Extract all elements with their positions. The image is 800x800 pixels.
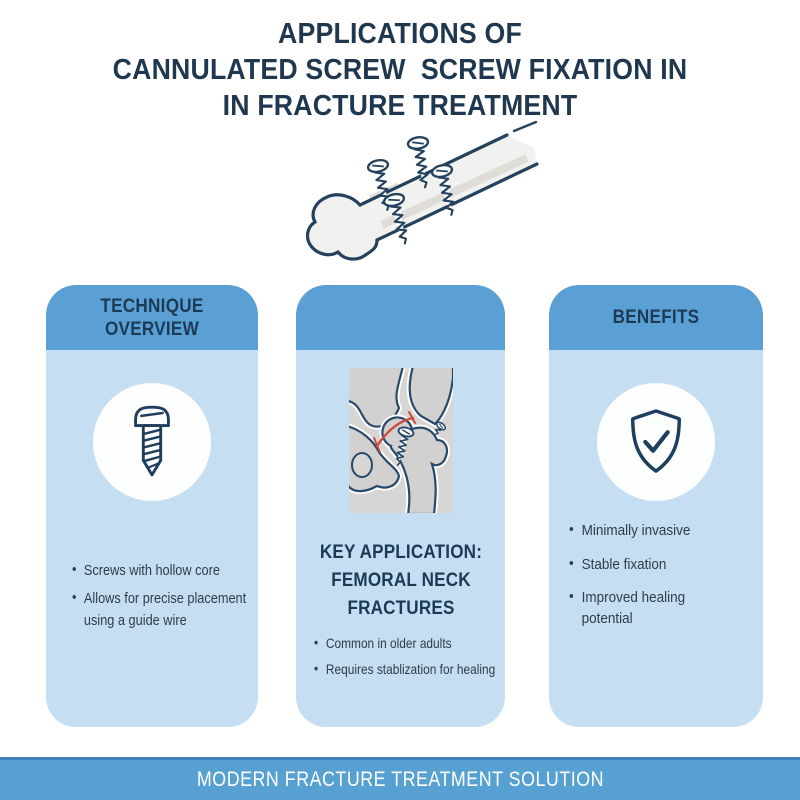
screw-icon-circle: [93, 383, 211, 501]
hip-femoral-neck-fracture-illustration: [348, 368, 453, 513]
card-benefits: BENEFITS Minimally invasive Stable fixat…: [549, 285, 763, 727]
key-application-heading: KEY APPLICATION: FEMORAL NECK FRACTURES: [319, 542, 482, 619]
technique-bullet-list: Screws with hollow core Allows for preci…: [72, 559, 251, 631]
footer-banner: MODERN FRACTURE TREATMENT SOLUTION: [0, 757, 800, 800]
title-line-1: APPLICATIONS OF: [278, 18, 522, 50]
fracture-line: [375, 416, 414, 448]
cards-row: TECHNIQUE OVERVIEW: [0, 285, 800, 727]
card-application-body: KEY APPLICATION: FEMORAL NECK FRACTURES …: [296, 368, 505, 727]
bone-shape: [307, 135, 537, 260]
bone-with-screws-illustration: [305, 120, 539, 261]
screw-icon: [395, 426, 414, 466]
cannulated-screw-icon: [134, 405, 170, 477]
shield-icon-circle: [597, 383, 715, 501]
shield-check-icon: [631, 409, 681, 473]
card-application-header: [296, 285, 505, 350]
card-technique-overview: TECHNIQUE OVERVIEW: [46, 285, 258, 727]
card-technique-header: TECHNIQUE OVERVIEW: [46, 285, 258, 350]
screw-icon: [433, 421, 446, 436]
footer-text: MODERN FRACTURE TREATMENT SOLUTION: [196, 768, 604, 791]
card-benefits-body: Minimally invasive Stable fixation Impro…: [549, 383, 763, 727]
page-title: APPLICATIONS OF CANNULATED SCREW SCREW F…: [32, 16, 768, 124]
title-line-3: IN FRACTURE TREATMENT: [222, 90, 578, 122]
card-benefits-header: BENEFITS: [549, 285, 763, 350]
card-benefits-title: BENEFITS: [612, 307, 700, 328]
bullet-item: Stable fixation: [569, 554, 727, 576]
card-technique-body: Screws with hollow core Allows for preci…: [46, 383, 258, 727]
bullet-item: Screws with hollow core: [72, 559, 251, 581]
bullet-item: Requires stablization for healing: [314, 658, 505, 680]
bullet-item: Minimally invasive: [569, 520, 727, 542]
title-line-2: CANNULATED SCREW SCREW FIXATION IN: [112, 54, 688, 86]
card-key-application: KEY APPLICATION: FEMORAL NECK FRACTURES …: [296, 285, 505, 727]
bullet-item: Common in older adults: [314, 632, 505, 654]
bullet-item: Allows for precise placement using a gui…: [72, 587, 251, 631]
benefits-bullet-list: Minimally invasive Stable fixation Impro…: [569, 520, 727, 630]
card-technique-title: TECHNIQUE OVERVIEW: [100, 295, 204, 340]
application-bullet-list: Common in older adults Requires stabliza…: [314, 632, 505, 680]
bullet-item: Improved healing potential: [569, 587, 727, 629]
